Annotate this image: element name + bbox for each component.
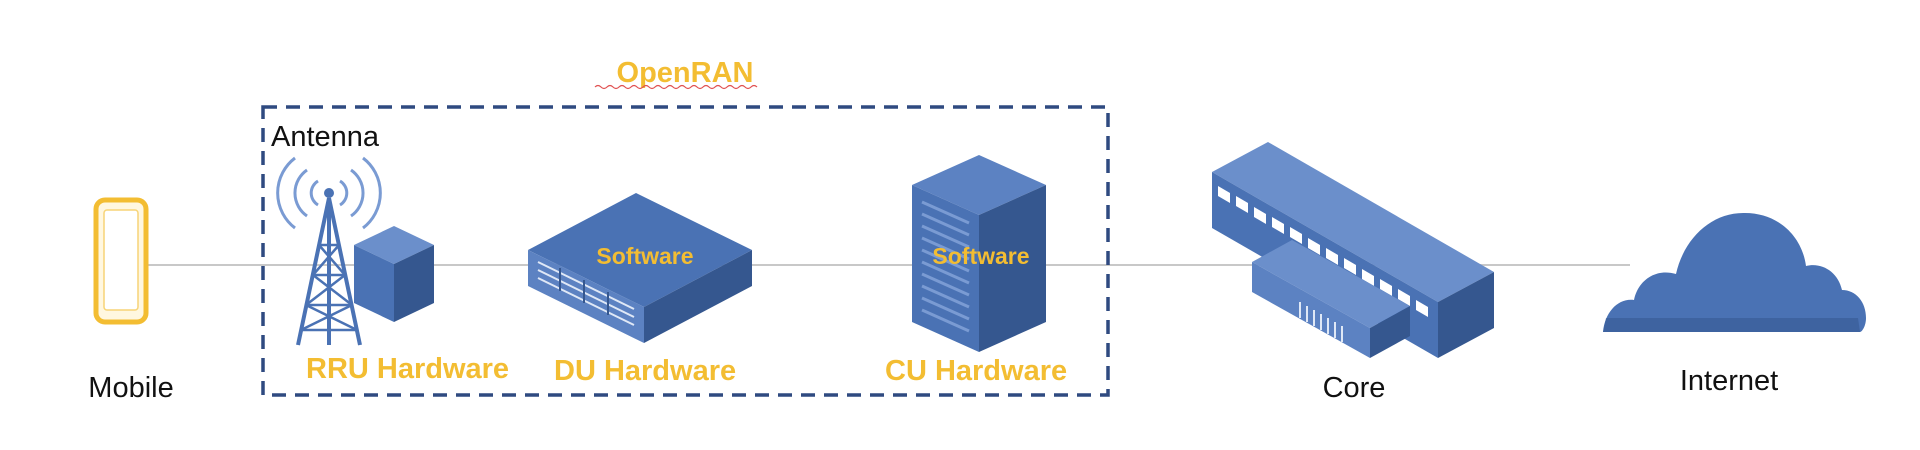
internet-label: Internet <box>1680 365 1778 397</box>
openran-boundary <box>261 105 1110 397</box>
cloud-icon <box>1603 212 1866 332</box>
du-hardware-label: DU Hardware <box>554 355 736 387</box>
rru-hardware-label: RRU Hardware <box>306 353 509 385</box>
smartphone-icon <box>93 197 149 325</box>
du-server-icon <box>528 193 752 343</box>
du-software-label: Software <box>596 243 693 269</box>
antenna-tower-icon <box>276 156 382 346</box>
openran-title-underline <box>594 84 758 90</box>
cu-software-label: Software <box>932 243 1029 269</box>
core-building-icon <box>1212 142 1494 358</box>
cu-hardware-label: CU Hardware <box>885 355 1067 387</box>
cu-server-rack-icon <box>912 155 1046 352</box>
antenna-label: Antenna <box>271 121 380 153</box>
core-label: Core <box>1323 372 1386 404</box>
mobile-label: Mobile <box>88 372 173 404</box>
openran-title: OpenRAN <box>617 57 754 89</box>
radio-unit-icon <box>354 226 434 322</box>
